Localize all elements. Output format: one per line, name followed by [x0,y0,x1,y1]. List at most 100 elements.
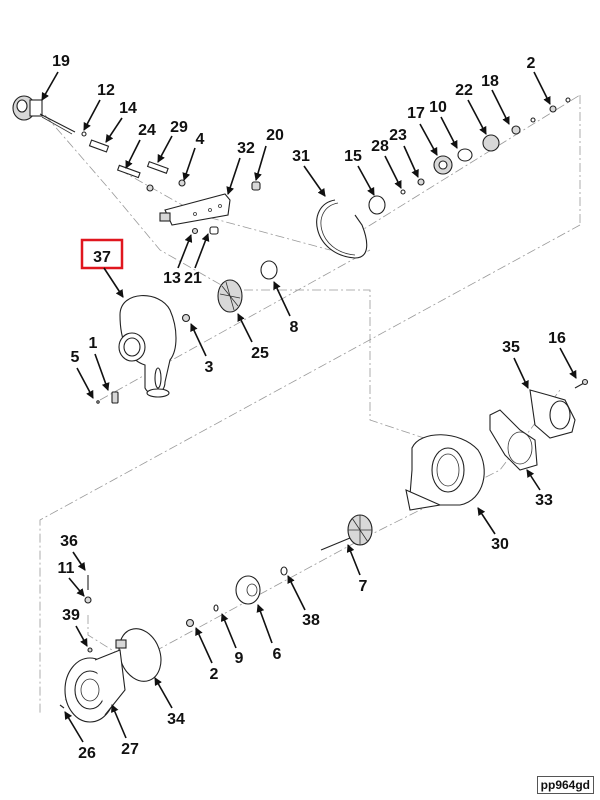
part-actuator[interactable] [12,95,76,135]
callout-38[interactable]: 38 [287,575,320,629]
callout-label: 12 [97,82,115,99]
leader-arrow [256,604,273,644]
leader-arrow [75,625,88,647]
callout-label: 2 [527,55,536,72]
part-bearing-housing[interactable] [64,649,126,723]
callout-label: 39 [62,607,80,624]
callout-27[interactable]: 27 [111,704,139,758]
leader-arrow [237,313,253,343]
part-outlet-elbow[interactable] [529,389,576,439]
part-bearing-stack[interactable] [368,97,571,215]
callout-37[interactable]: 37 [93,249,124,298]
leader-arrow [76,367,94,399]
part-bracket[interactable] [159,193,231,235]
callout-19[interactable]: 19 [41,53,70,101]
callout-22[interactable]: 22 [455,82,487,135]
part-pin[interactable] [59,704,65,709]
part-snap-ring[interactable] [316,199,368,259]
callout-label: 17 [407,105,425,122]
part-turbine-housing[interactable] [405,434,485,511]
callout-2a[interactable]: 2 [527,55,551,105]
leader-arrow [477,507,496,535]
leader-arrow [303,165,326,197]
callout-26[interactable]: 26 [64,711,96,762]
callout-25[interactable]: 25 [237,313,269,362]
leader-arrow [226,157,241,195]
callout-3[interactable]: 3 [190,323,214,376]
callout-label: 24 [138,122,156,139]
part-gasket[interactable] [489,409,538,471]
part-retaining-ring[interactable] [260,260,278,280]
callout-label: 21 [184,270,202,287]
callout-29[interactable]: 29 [157,119,188,163]
callout-30[interactable]: 30 [477,507,509,553]
callout-8[interactable]: 8 [273,281,299,336]
leader-arrow [195,627,213,664]
callout-33[interactable]: 33 [526,469,553,509]
callout-15[interactable]: 15 [344,148,375,196]
part-compressor-housing[interactable] [118,295,177,398]
part-nut[interactable] [181,313,191,323]
callout-34[interactable]: 34 [154,677,185,728]
callout-14[interactable]: 14 [105,100,137,143]
callout-label: 4 [196,131,205,148]
part-bolt[interactable] [574,378,589,389]
callout-18[interactable]: 18 [481,73,510,125]
leader-arrow [403,145,419,178]
leader-arrow [125,139,141,169]
callout-16[interactable]: 16 [548,330,577,379]
callout-label: 34 [167,711,185,728]
callout-label: 11 [58,560,75,577]
part-small-clip[interactable] [96,391,119,404]
part-small-hardware-upper[interactable] [81,131,261,192]
part-clamp-hardware[interactable] [84,575,93,653]
leader-arrow [526,469,541,491]
leader-arrow [419,123,438,156]
callout-32[interactable]: 32 [226,140,255,195]
leader-arrow [287,575,306,611]
callout-6[interactable]: 6 [256,604,282,663]
drawing-id-label: pp964gd [536,776,594,794]
callout-28[interactable]: 28 [371,138,402,189]
callout-label: 33 [535,492,553,509]
leader-arrow [346,544,361,576]
leader-arrow [254,145,267,181]
callout-23[interactable]: 23 [389,127,419,178]
part-turbine-shaft[interactable] [320,514,373,551]
callout-24[interactable]: 24 [125,122,156,169]
callout-7[interactable]: 7 [346,544,368,595]
callout-label: 25 [251,345,269,362]
callout-label: 28 [371,138,389,155]
callout-label: 36 [60,533,78,550]
callout-4[interactable]: 4 [182,131,205,181]
callout-31[interactable]: 31 [292,148,326,197]
callout-label: 38 [302,612,320,629]
leader-arrow [533,71,551,105]
leader-arrow [384,155,402,189]
part-seal-plate-stack[interactable] [185,566,288,628]
callout-9[interactable]: 9 [220,613,244,667]
callout-5[interactable]: 5 [71,349,94,399]
callout-label: 3 [205,359,214,376]
callout-label: 19 [52,53,70,70]
callout-10[interactable]: 10 [429,99,458,149]
callout-36[interactable]: 36 [60,533,86,571]
leader-arrow [157,135,173,163]
callout-12[interactable]: 12 [83,82,115,131]
callout-39[interactable]: 39 [62,607,88,647]
callout-label: 16 [548,330,566,347]
callout-11[interactable]: 11 [58,560,85,597]
callout-35[interactable]: 35 [502,339,529,389]
callout-1[interactable]: 1 [89,335,110,391]
callout-13[interactable]: 13 [163,234,193,287]
callout-17[interactable]: 17 [407,105,438,156]
leader-arrow [41,71,59,101]
callout-20[interactable]: 20 [254,127,284,181]
callout-label: 37 [93,249,111,266]
part-compressor-wheel[interactable] [217,279,243,313]
callout-label: 29 [170,119,188,136]
leader-arrow [64,711,84,743]
leader-arrow [357,165,375,196]
callout-2b[interactable]: 2 [195,627,219,683]
callout-21[interactable]: 21 [184,233,210,287]
